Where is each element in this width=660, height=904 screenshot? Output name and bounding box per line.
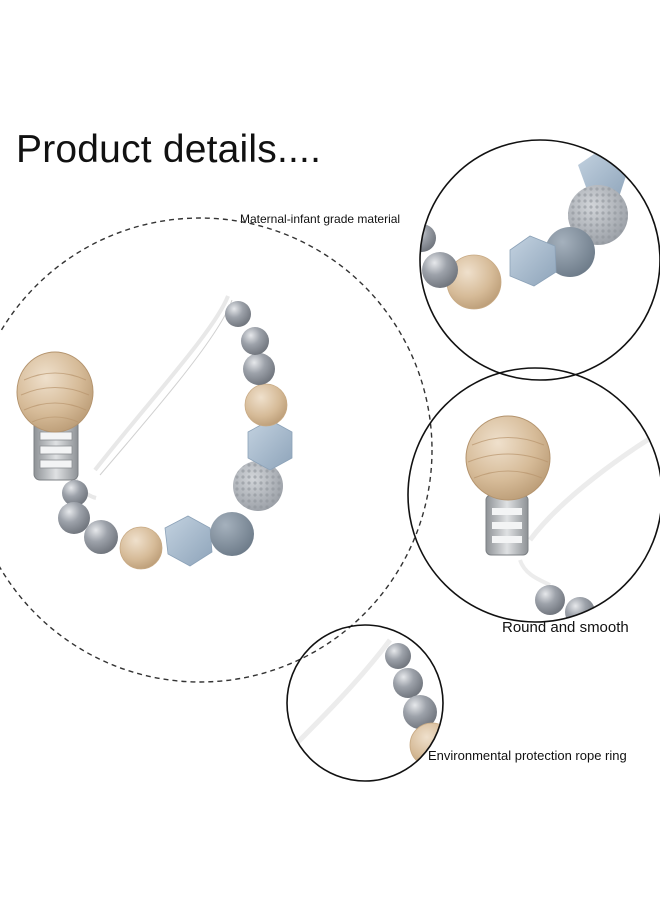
hexagon-bead — [164, 515, 213, 567]
caption-material: Maternal-infant grade material — [240, 212, 401, 226]
silver-bead — [241, 327, 269, 355]
detail-circle-round — [407, 367, 660, 623]
silver-bead — [243, 353, 275, 385]
silver-bead — [58, 502, 90, 534]
wooden-clip-head — [16, 351, 94, 433]
metal-clip — [33, 417, 79, 481]
crochet-bead — [233, 461, 283, 511]
wood-bead — [119, 526, 163, 570]
caption-round: Round and smooth — [502, 619, 629, 636]
main-detail-circle — [0, 217, 433, 683]
silver-bead — [84, 520, 118, 554]
caption-environmental: Environmental protection rope ring — [428, 748, 627, 763]
pacifier-clip-main — [16, 295, 293, 570]
page-title: Product details.... — [16, 128, 322, 171]
detail-circle-rope — [286, 624, 444, 782]
wood-bead — [244, 383, 288, 427]
silver-bead — [62, 480, 88, 506]
slate-bead — [210, 512, 254, 556]
silver-bead — [225, 301, 251, 327]
detail-circle-material — [419, 139, 660, 381]
